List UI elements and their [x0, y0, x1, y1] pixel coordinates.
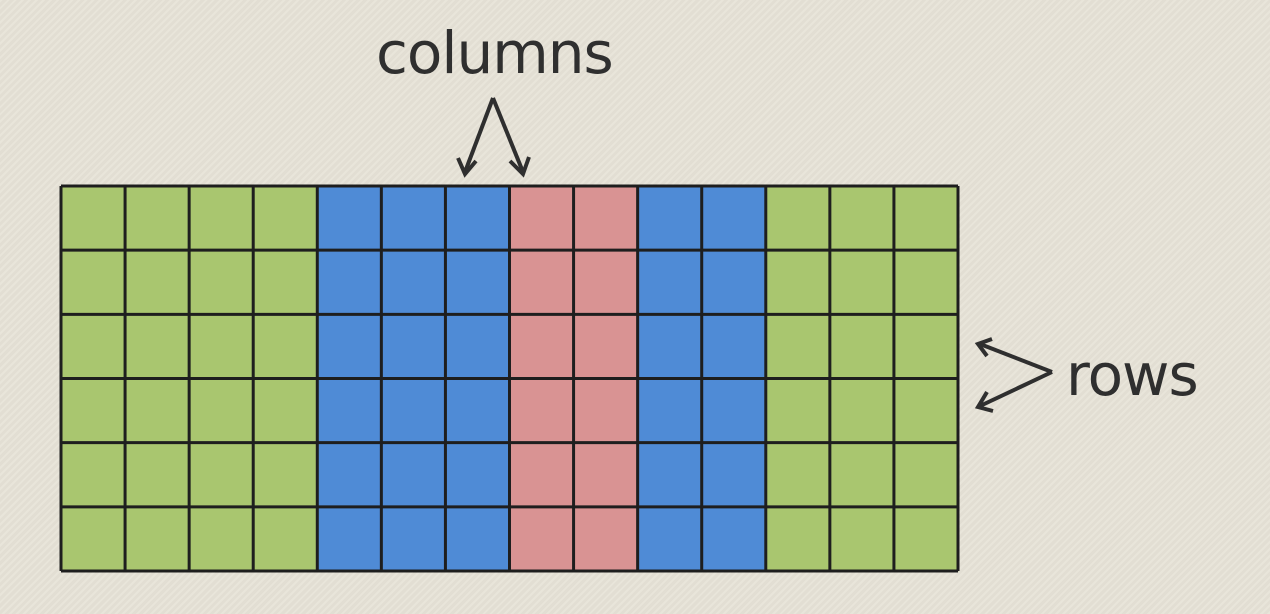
grid-cell-blue — [637, 314, 703, 379]
grid-cell-green — [61, 314, 126, 379]
rows-arrow-top — [979, 342, 1053, 374]
grid-cell-red — [573, 314, 639, 379]
grid-cell-green — [125, 250, 190, 315]
grid-cell-green — [829, 314, 895, 379]
grid-cell-green — [189, 442, 254, 508]
grid-cell-red — [573, 442, 639, 508]
grid-cell-blue — [701, 378, 767, 444]
grid-cell-blue — [381, 378, 446, 444]
grid-cell-blue — [381, 186, 446, 251]
grid-cell-green — [829, 506, 895, 572]
grid-cell-green — [189, 314, 254, 379]
grid-cell-green — [125, 314, 190, 379]
grid-cell-green — [893, 314, 959, 379]
grid-cell-blue — [317, 250, 382, 315]
grid-cell-green — [253, 314, 318, 379]
grid-cell-blue — [701, 506, 767, 572]
grid-cell-blue — [317, 506, 382, 572]
grid-cell-blue — [445, 506, 510, 572]
columns-arrow-right-head — [508, 156, 531, 178]
grid-cell-green — [61, 250, 126, 315]
grid-cell-blue — [637, 378, 703, 444]
grid-cell-green — [61, 506, 126, 572]
grid-cell-green — [189, 506, 254, 572]
columns-arrow-left — [463, 97, 495, 173]
columns-label: columns — [376, 19, 614, 87]
grid-cell-blue — [317, 378, 382, 444]
grid-cell-green — [829, 378, 895, 444]
grid-lines — [59, 184, 960, 573]
grid-cell-blue — [701, 442, 767, 508]
grid-cell-red — [573, 378, 639, 444]
grid-cell-green — [189, 186, 254, 251]
grid-cell-red — [509, 506, 575, 572]
grid-cell-blue — [637, 442, 703, 508]
grid-cell-green — [829, 442, 895, 508]
grid-cell-blue — [701, 314, 767, 379]
grid-cell-green — [125, 506, 190, 572]
grid-cell-green — [893, 250, 959, 315]
grid-cell-blue — [381, 506, 446, 572]
grid-cell-green — [253, 506, 318, 572]
grid-cell-blue — [317, 186, 382, 251]
grid-cell-green — [253, 186, 318, 251]
grid-cell-green — [765, 442, 831, 508]
grid-cell-green — [765, 378, 831, 444]
grid-cell-red — [509, 186, 575, 251]
grid-cell-green — [893, 506, 959, 572]
grid-cell-blue — [445, 250, 510, 315]
grid-cell-green — [61, 378, 126, 444]
label-arrows — [456, 97, 1053, 413]
grid-cells — [61, 186, 959, 572]
grid-cell-blue — [637, 186, 703, 251]
rows-arrow-top-head — [974, 337, 993, 358]
grid-cell-blue — [445, 314, 510, 379]
rows-arrow-bottom-head — [974, 390, 994, 413]
grid-cell-green — [189, 250, 254, 315]
grid-cell-red — [573, 186, 639, 251]
grid-cell-blue — [701, 186, 767, 251]
grid-cell-green — [125, 442, 190, 508]
grid-cell-green — [765, 506, 831, 572]
rows-arrow-bottom — [979, 370, 1053, 408]
grid-cell-green — [829, 186, 895, 251]
grid-cell-blue — [445, 378, 510, 444]
grid-cell-blue — [381, 250, 446, 315]
grid-cell-red — [573, 250, 639, 315]
grid-cell-green — [893, 378, 959, 444]
grid-cell-blue — [381, 442, 446, 508]
grid-cell-green — [253, 250, 318, 315]
grid-cell-green — [765, 186, 831, 251]
grid-cell-green — [765, 314, 831, 379]
grid-cell-blue — [317, 314, 382, 379]
grid-cell-green — [253, 442, 318, 508]
grid-cell-red — [509, 314, 575, 379]
grid-cell-red — [509, 250, 575, 315]
grid-cell-blue — [381, 314, 446, 379]
grid-cell-blue — [445, 442, 510, 508]
grid-cell-blue — [701, 250, 767, 315]
grid-cell-blue — [445, 186, 510, 251]
rows-label: rows — [1066, 341, 1199, 409]
grid-cell-green — [893, 186, 959, 251]
grid-cell-green — [829, 250, 895, 315]
grid-cell-red — [509, 378, 575, 444]
grid-cell-red — [573, 506, 639, 572]
columns-arrow-left-head — [456, 157, 478, 178]
grid-cell-blue — [317, 442, 382, 508]
grid-cell-green — [61, 442, 126, 508]
grid-cell-blue — [637, 250, 703, 315]
grid-cell-green — [253, 378, 318, 444]
columns-arrow-right — [491, 97, 525, 173]
grid-cell-green — [189, 378, 254, 444]
grid-cell-blue — [637, 506, 703, 572]
grid-cell-green — [125, 186, 190, 251]
grid-cell-green — [765, 250, 831, 315]
grid-cell-green — [61, 186, 126, 251]
grid-cell-red — [509, 442, 575, 508]
grid-cell-green — [125, 378, 190, 444]
grid-cell-green — [893, 442, 959, 508]
